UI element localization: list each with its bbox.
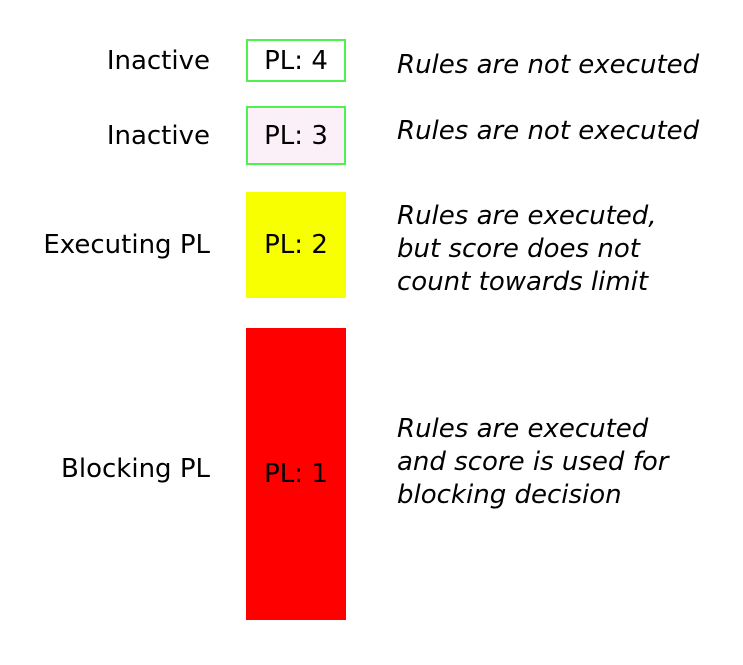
- pl1-box: PL: 1: [246, 328, 346, 620]
- state-label-pl4: Inactive: [106, 46, 210, 76]
- pl2-box-label: PL: 2: [264, 230, 328, 260]
- pl1-description: Rules are executed and score is used for…: [397, 414, 669, 510]
- pl3-box-label: PL: 3: [264, 120, 328, 151]
- pl4-box: PL: 4: [246, 39, 346, 82]
- state-label-pl3: Inactive: [106, 121, 210, 151]
- pl3-box: PL: 3: [246, 106, 346, 165]
- state-label-pl2: Executing PL: [43, 230, 210, 260]
- pl4-description: Rules are not executed: [397, 50, 700, 80]
- pl3-description: Rules are not executed: [397, 116, 700, 146]
- state-label-pl1: Blocking PL: [61, 454, 210, 484]
- pl2-box: PL: 2: [246, 192, 346, 298]
- pl1-box-label: PL: 1: [264, 459, 328, 489]
- pl2-description: Rules are executed, but score does not c…: [397, 201, 657, 297]
- pl4-box-label: PL: 4: [264, 45, 328, 76]
